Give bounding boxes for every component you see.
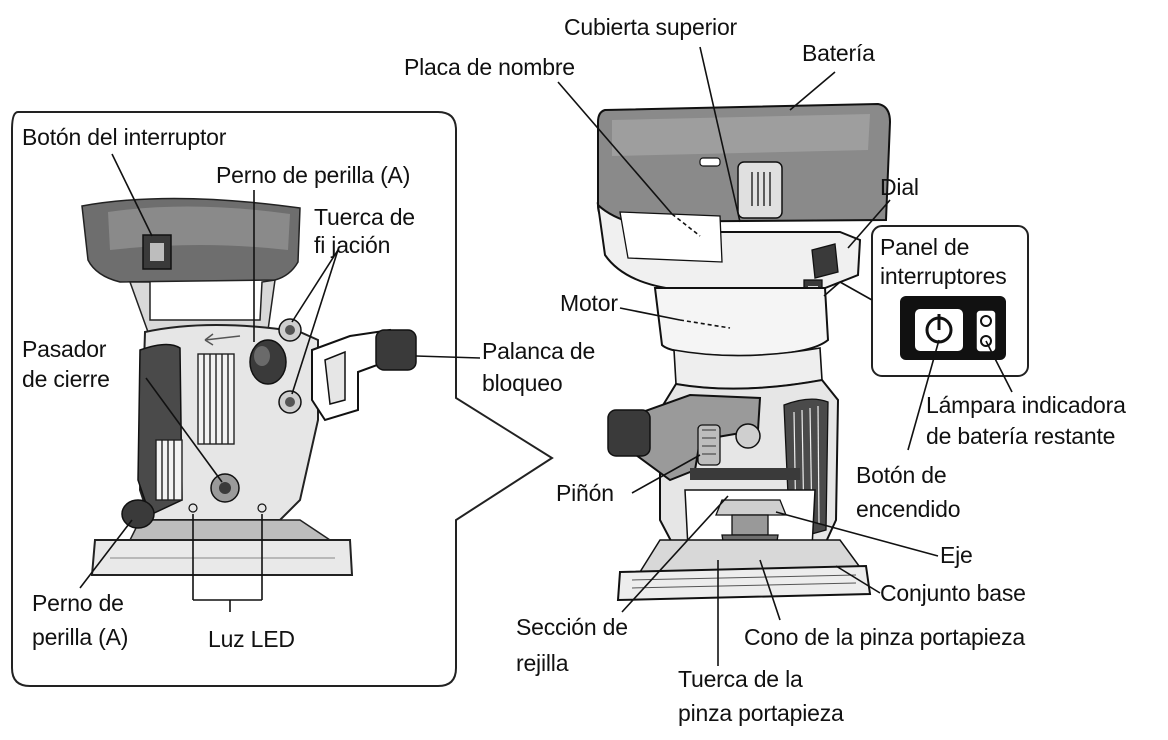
- label-tuerca-pinza-2: pinza portapieza: [678, 700, 844, 727]
- label-tuerca-de-fijacion-1: Tuerca de: [314, 204, 415, 231]
- label-palanca-de-bloqueo-1: Palanca de: [482, 338, 595, 365]
- label-seccion-de-rejilla-1: Sección de: [516, 614, 628, 641]
- label-palanca-de-bloqueo-2: bloqueo: [482, 370, 562, 397]
- label-pasador-de-cierre-2: de cierre: [22, 366, 110, 393]
- label-tuerca-de-fijacion-2: fi jación: [314, 232, 390, 259]
- label-boton-de-encendido-1: Botón de: [856, 462, 946, 489]
- label-luz-led: Luz LED: [208, 626, 295, 653]
- label-panel-de-interruptores-1: Panel de: [880, 234, 969, 261]
- label-boton-de-encendido-2: encendido: [856, 496, 960, 523]
- label-placa-de-nombre: Placa de nombre: [404, 54, 575, 81]
- label-lampara-indicadora-1: Lámpara indicadora: [926, 392, 1126, 419]
- label-cono-pinza: Cono de la pinza portapieza: [744, 624, 1025, 651]
- label-perno-de-perilla-a-bottom-1: Perno de: [32, 590, 124, 617]
- label-eje: Eje: [940, 542, 973, 569]
- label-pasador-de-cierre-1: Pasador: [22, 336, 106, 363]
- label-bateria: Batería: [802, 40, 875, 67]
- label-conjunto-base: Conjunto base: [880, 580, 1026, 607]
- label-seccion-de-rejilla-2: rejilla: [516, 650, 568, 677]
- label-lampara-indicadora-2: de batería restante: [926, 423, 1115, 450]
- label-motor: Motor: [560, 290, 618, 317]
- label-tuerca-pinza-1: Tuerca de la: [678, 666, 803, 693]
- label-cubierta-superior: Cubierta superior: [564, 14, 737, 41]
- label-perno-de-perilla-a-bottom-2: perilla (A): [32, 624, 128, 651]
- label-panel-de-interruptores-2: interruptores: [880, 263, 1007, 290]
- label-boton-del-interruptor: Botón del interruptor: [22, 124, 226, 151]
- label-pinon: Piñón: [556, 480, 614, 507]
- label-perno-de-perilla-a-top: Perno de perilla (A): [216, 162, 410, 189]
- label-dial: Dial: [880, 174, 919, 201]
